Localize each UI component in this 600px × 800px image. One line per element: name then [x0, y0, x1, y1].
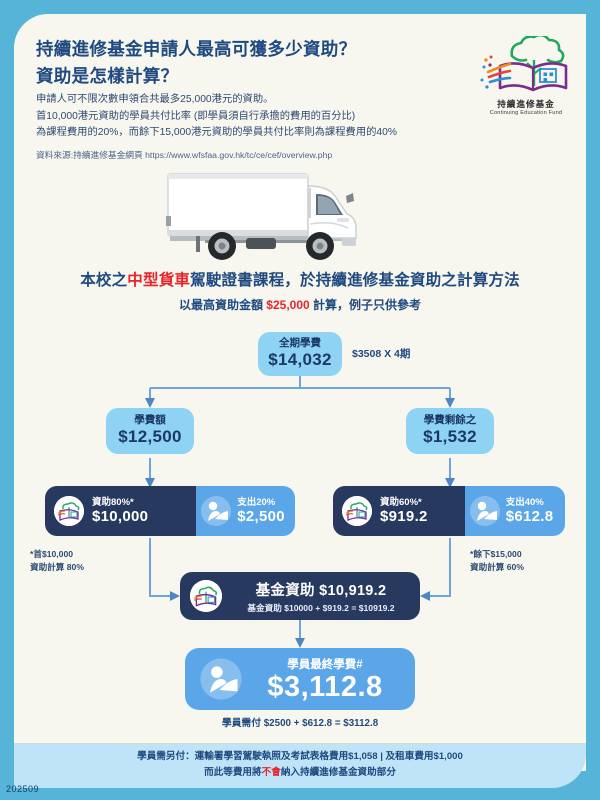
right-subsidy-label: 資助60%* [380, 496, 422, 508]
final-tuition-box: 學員最終學費# $3,112.8 [185, 648, 415, 710]
fund-subsidy-box: 基金資助 $10,919.2 基金資助 $10000 + $919.2 = $1… [180, 572, 420, 620]
fund-subsidy-title: 基金資助 $10,919.2 [255, 582, 387, 599]
person-money-icon [199, 657, 243, 701]
page-title-line1: 持續進修基金申請人最高可獲多少資助？ [36, 39, 357, 59]
page-title-line2: 資助是怎樣計算？ [36, 66, 179, 87]
footer-line-2-post: 納入持續進修基金資助部分 [280, 767, 396, 778]
footer-line-2-highlight: 不會 [261, 767, 281, 778]
left-tuition-box: 學費額 $12,500 [106, 408, 194, 454]
right-spend-segment: 支出40% $612.8 [464, 486, 565, 536]
final-tuition-text: 學員最終學費# $3,112.8 [243, 656, 415, 702]
right-tuition-amount: $1,532 [423, 427, 477, 447]
intro-line-3: 為課程費用的20%，而餘下15,000港元資助的學員共付比率則為課程費用的40% [36, 127, 398, 139]
left-subsidy-amount: $10,000 [92, 507, 149, 525]
right-subsidy-text: 資助60%* $919.2 [380, 497, 428, 526]
section-heading-pre: 本校之 [80, 272, 128, 289]
cef-badge-icon [190, 580, 222, 612]
footer-line-1: 學員需另付：運輸署學習駕駛執照及考試表格費用$1,058 | 及租車費用$1,0… [137, 751, 463, 762]
left-footnote: *首$10,000 資助計算 80% [30, 548, 84, 574]
person-money-icon [200, 495, 232, 527]
section-subheading: 以最高資助金額 $25,000 計算，例子只供參考 [0, 296, 600, 313]
intro-line-2: 首10,000港元資助的學員共付比率 (即學員須自行承擔的費用的百分比) [36, 110, 356, 122]
right-subsidy-segment: 資助60%* $919.2 [333, 486, 465, 536]
intro-line-1: 申請人可不限次數申領合共最多25,000港元的資助。 [36, 94, 274, 105]
right-subsidy-amount: $919.2 [380, 507, 428, 525]
left-spend-label: 支出20% [237, 496, 276, 508]
footer-line-2: 而此等費用將不會納入持續進修基金資助部分 [0, 764, 600, 778]
page-title: 持續進修基金申請人最高可獲多少資助？ 資助是怎樣計算？ [36, 36, 466, 90]
section-heading-post: 駕駛證書課程，於持續進修基金資助之計算方法 [190, 272, 520, 289]
left-spend-text: 支出20% $2,500 [237, 497, 285, 526]
truck-illustration [150, 168, 450, 264]
left-tuition-amount: $12,500 [118, 427, 182, 447]
left-footnote-line2: 資助計算 80% [30, 561, 84, 572]
right-spend-amount: $612.8 [505, 507, 554, 525]
cef-badge-icon [342, 496, 372, 526]
total-fee-caption: 全期學費 [279, 336, 321, 349]
left-spend-segment: 支出20% $2,500 [196, 486, 295, 536]
left-subsidy-label: 資助80%* [92, 496, 134, 508]
final-tuition-caption: 學員最終學費# [287, 658, 363, 671]
bottom-band [14, 743, 586, 788]
right-footnote: *餘下$15,000 資助計算 60% [470, 548, 524, 574]
section-sub-post: 計算，例子只供參考 [309, 298, 422, 312]
right-footnote-line1: *餘下$15,000 [470, 549, 522, 559]
right-tuition-caption: 學費剩餘之 [423, 413, 477, 426]
cef-logo: 持續進修基金 Continuing Education Fund [478, 36, 574, 128]
section-heading-highlight: 中型貨車 [127, 272, 191, 289]
intro-text: 申請人可不限次數申領合共最多25,000港元的資助。 首10,000港元資助的學… [36, 92, 486, 142]
right-spend-text: 支出40% $612.8 [506, 497, 554, 526]
left-footnote-line1: *首$10,000 [30, 549, 74, 559]
fund-subsidy-formula: 基金資助 $10000 + $919.2 = $10919.2 [247, 602, 395, 613]
instalment-note: $3508 X 4期 [352, 348, 411, 360]
left-subsidy-text: 資助80%* $10,000 [92, 497, 148, 526]
final-formula-note: 學員需付 $2500 + $612.8 = $3112.8 [221, 718, 379, 729]
cef-logo-mark [480, 36, 568, 92]
right-tuition-box: 學費剩餘之 $1,532 [406, 408, 494, 454]
person-money-icon [469, 495, 501, 527]
cef-badge-icon [54, 496, 84, 526]
left-split-bar: 資助80%* $10,000 支出20% $2,500 [45, 486, 295, 536]
truck-icon [166, 173, 357, 260]
right-spend-label: 支出40% [505, 496, 544, 508]
total-fee-box: 全期學費 $14,032 [258, 332, 342, 376]
cef-logo-name-cn: 持續進修基金 [497, 99, 555, 109]
footer-code: 202509 [6, 784, 40, 794]
section-sub-pre: 以最高資助金額 [178, 298, 267, 312]
right-footnote-line2: 資助計算 60% [470, 561, 524, 572]
cef-logo-name-en: Continuing Education Fund [489, 110, 563, 116]
total-fee-amount: $14,032 [268, 350, 332, 370]
left-spend-amount: $2,500 [237, 507, 285, 525]
section-heading: 本校之中型貨車駕駛證書課程，於持續進修基金資助之計算方法 [0, 268, 600, 290]
section-sub-highlight: $25,000 [266, 298, 310, 312]
source-citation: 資料來源:持續進修基金網頁 https://www.wfsfaa.gov.hk/… [36, 150, 333, 160]
left-subsidy-segment: 資助80%* $10,000 [45, 486, 197, 536]
right-split-bar: 資助60%* $919.2 支出40% $612.8 [333, 486, 565, 536]
footer-line-2-pre: 而此等費用將 [204, 767, 262, 778]
fund-subsidy-text: 基金資助 $10,919.2 基金資助 $10000 + $919.2 = $1… [222, 579, 420, 614]
final-tuition-amount: $3,112.8 [267, 670, 383, 703]
left-tuition-caption: 學費額 [134, 413, 166, 426]
